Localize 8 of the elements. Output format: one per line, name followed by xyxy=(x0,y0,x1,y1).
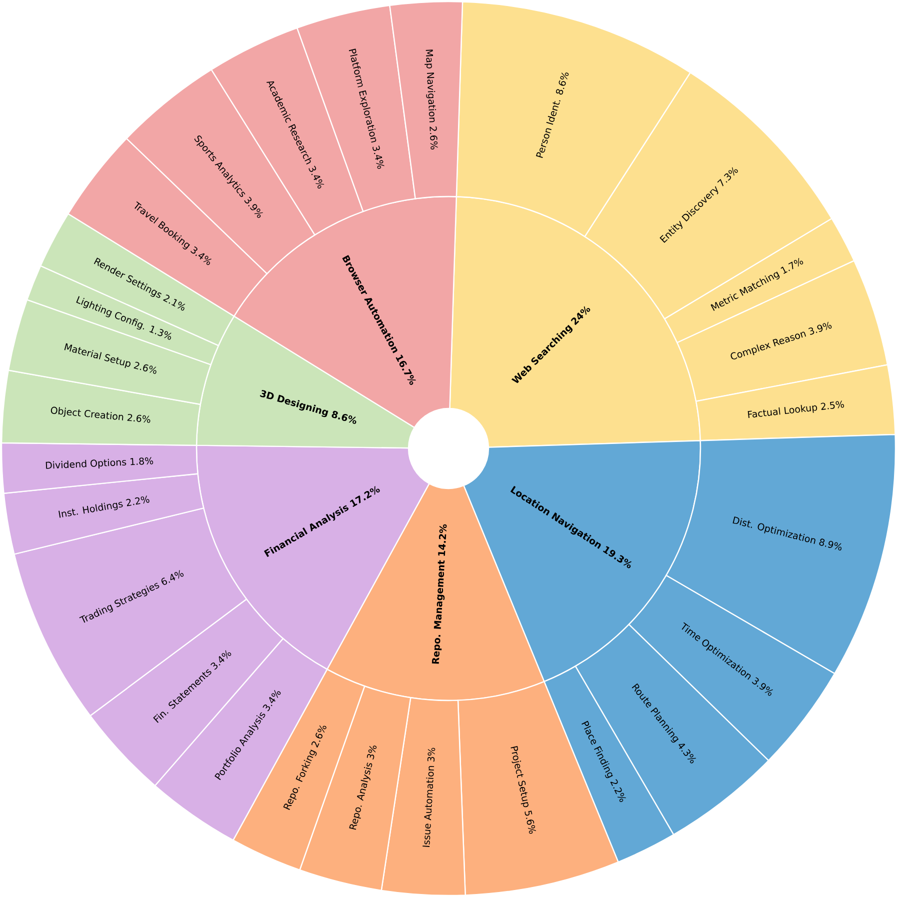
node-label: Factual Lookup 2.5% xyxy=(748,400,844,418)
sunburst-segment: Map Navigation 2.6% xyxy=(389,0,464,200)
node-label: Project Setup 5.6% xyxy=(510,746,536,834)
sunburst-segment: Issue Automation 3% xyxy=(380,697,466,896)
sunburst-segment: Dividend Options 1.8% xyxy=(0,442,198,494)
node-label: Issue Automation 3% xyxy=(422,748,436,847)
sunburst-segment: Inst. Holdings 2.2% xyxy=(3,473,204,555)
sunburst-segment: Factual Lookup 2.5% xyxy=(695,364,896,442)
